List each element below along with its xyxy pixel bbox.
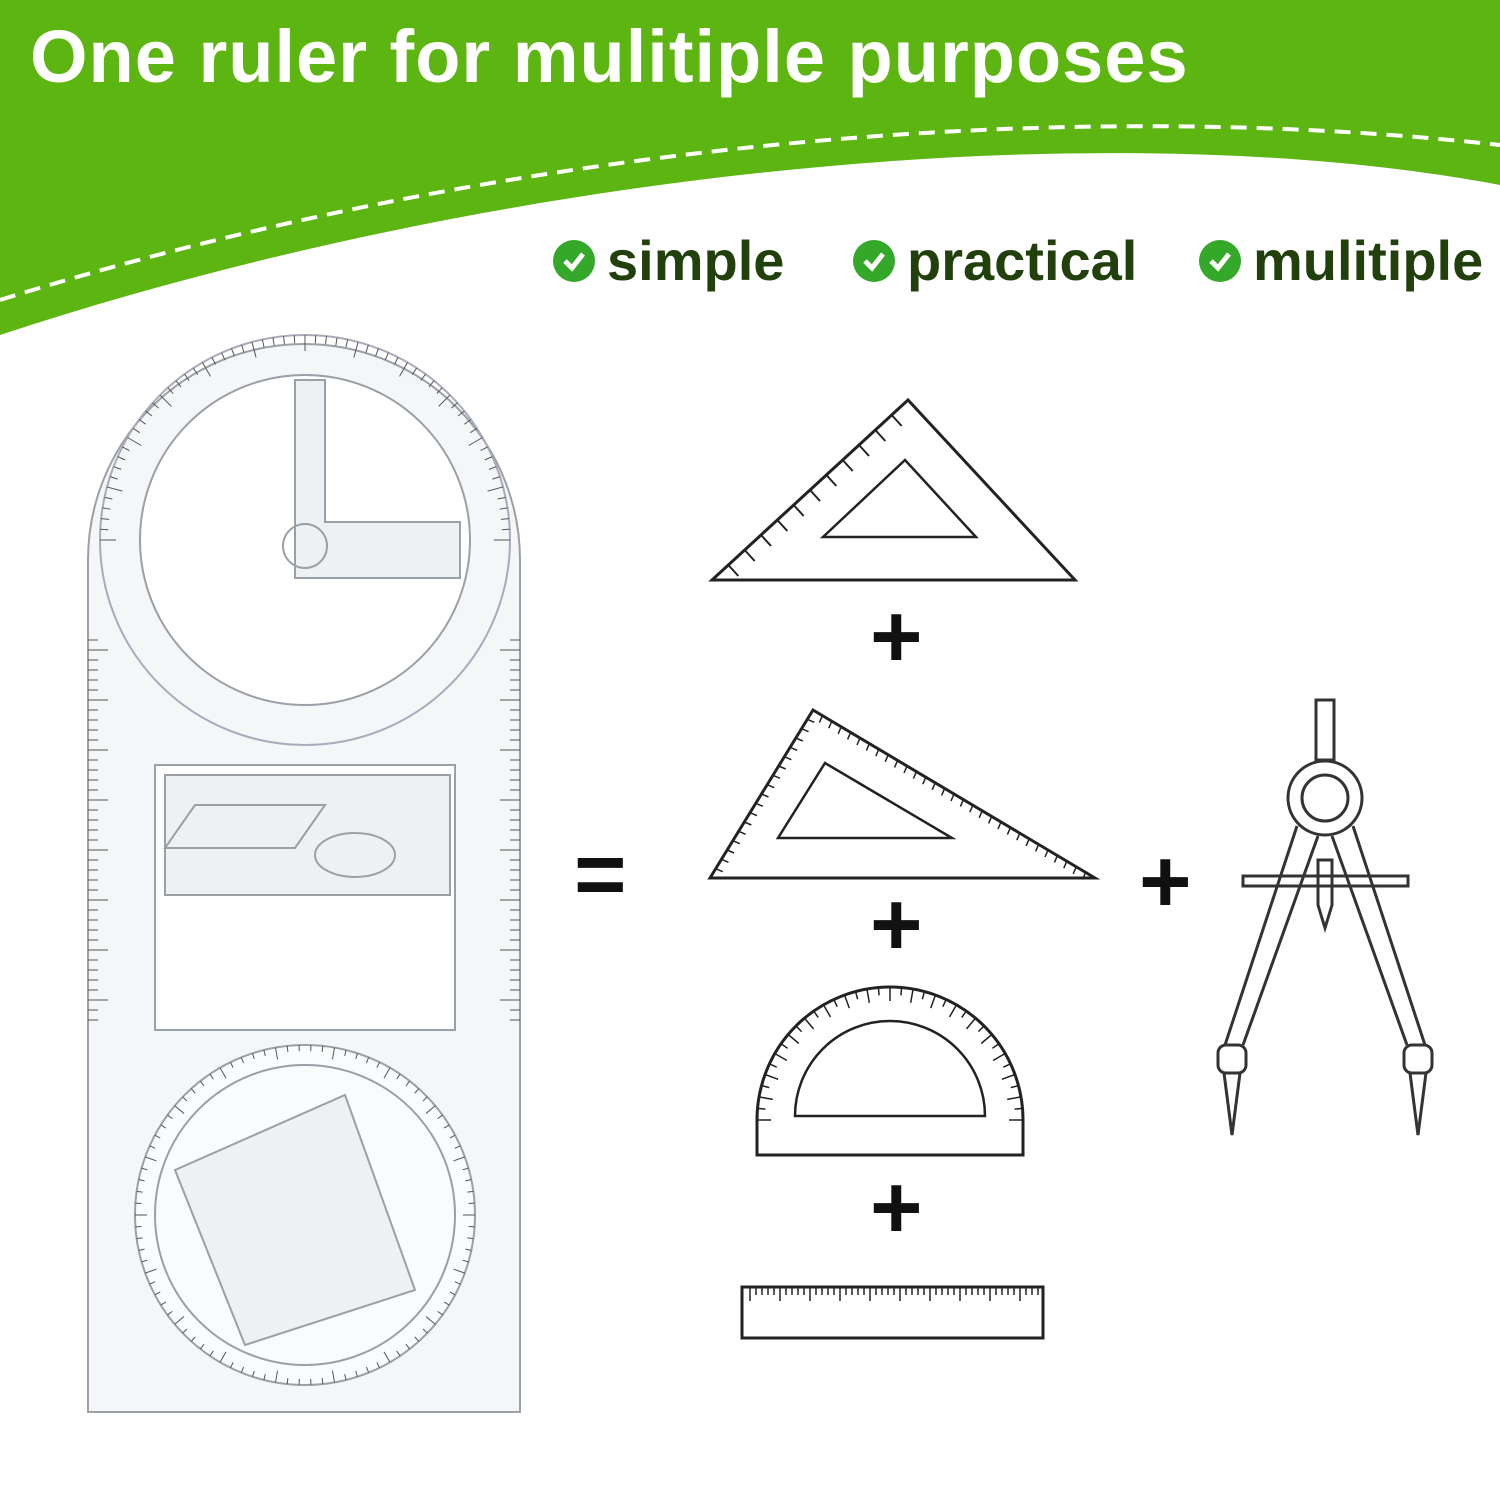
plus-sign: +	[870, 875, 923, 975]
straight-ruler-icon	[740, 1285, 1045, 1340]
protractor-icon	[755, 985, 1025, 1157]
feature-practical: practical	[853, 228, 1137, 293]
check-circle-icon	[853, 239, 895, 282]
dashed-line	[0, 124, 1500, 302]
feature-label: simple	[607, 229, 785, 292]
feature-label: practical	[907, 229, 1138, 292]
feature-label: mulitiple	[1253, 229, 1484, 292]
feature-simple: simple	[553, 228, 784, 293]
compass-icon	[1216, 698, 1434, 1136]
plus-sign: +	[1139, 832, 1192, 932]
check-circle-icon	[1199, 239, 1241, 282]
plus-sign: +	[870, 1158, 923, 1258]
check-circle-icon	[553, 239, 595, 282]
green-banner	[0, 0, 1500, 335]
ruler-product	[87, 334, 521, 1413]
set-square-30-60-icon	[707, 707, 1101, 880]
set-square-45-icon	[708, 397, 1079, 582]
plus-sign: +	[870, 587, 923, 687]
equals-sign: =	[574, 825, 627, 925]
banner-title: One ruler for mulitiple purposes	[30, 15, 1189, 98]
feature-mulitiple: mulitiple	[1199, 228, 1483, 293]
